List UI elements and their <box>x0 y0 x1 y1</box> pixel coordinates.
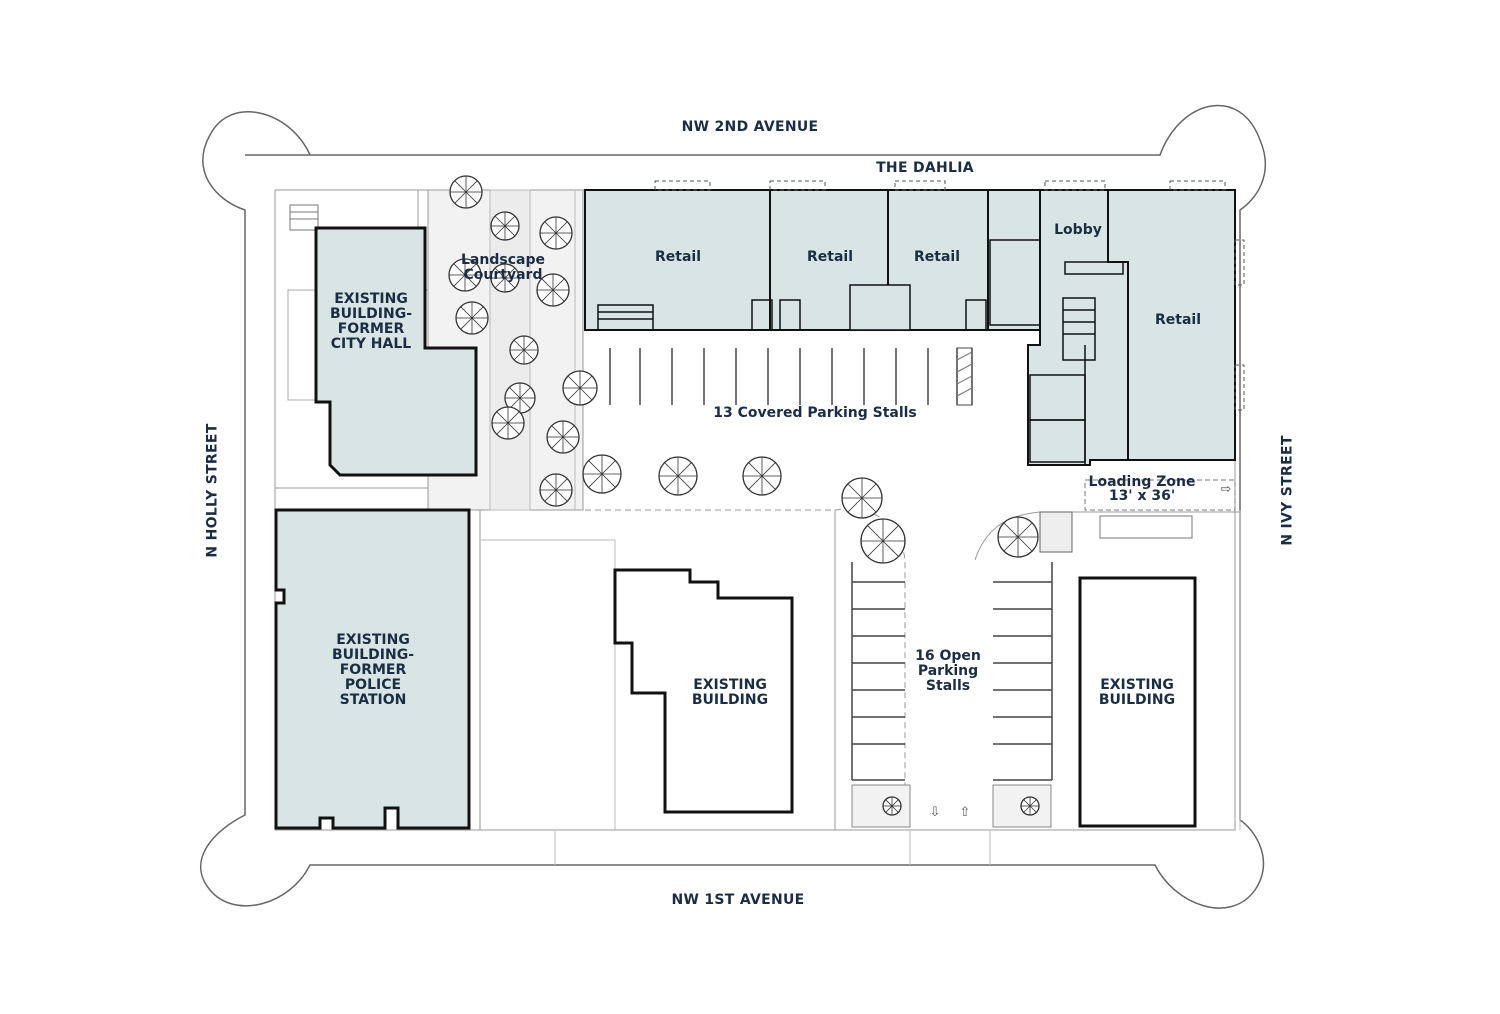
tree-icon <box>539 216 573 250</box>
tree-icon <box>562 370 598 406</box>
courtyard-label: Landscape Courtyard <box>461 252 545 283</box>
street-curb-outline <box>199 104 1266 909</box>
tree-icon <box>841 477 883 519</box>
project-name: THE DAHLIA <box>876 160 974 176</box>
tree-icon <box>449 175 483 209</box>
east-building-label: EXISTING BUILDING <box>1098 677 1176 708</box>
drive-aisle-edge <box>585 508 906 800</box>
center-building-outline <box>613 568 794 814</box>
east-building-outline <box>1078 576 1197 828</box>
tree-icon <box>546 420 580 454</box>
street-label-west: N HOLLY STREET <box>204 423 221 558</box>
tree-icon <box>882 796 902 816</box>
police-station-outline <box>274 508 471 830</box>
retail-label-4: Retail <box>1154 312 1201 328</box>
stair-structure <box>289 204 319 231</box>
tree-icon <box>448 258 482 292</box>
tree-icon <box>742 456 782 496</box>
city-hall-outline <box>314 226 478 477</box>
svg-text:⇩: ⇩ <box>930 805 941 820</box>
svg-text:⇧: ⇧ <box>960 805 971 820</box>
tree-icons <box>448 175 1040 816</box>
tree-icon <box>491 406 525 440</box>
loading-zone-size: 13' x 36' <box>1108 488 1176 504</box>
lobby-label: Lobby <box>1054 222 1102 238</box>
street-label-south: NW 1ST AVENUE <box>671 892 805 908</box>
tree-icon <box>455 301 489 335</box>
police-station-label: EXISTING BUILDING- FORMER POLICE STATION <box>331 632 415 708</box>
tree-icon <box>658 456 698 496</box>
tree-icon <box>536 273 570 307</box>
open-parking-label: 16 Open Parking Stalls <box>915 648 981 694</box>
tree-icon <box>504 382 536 414</box>
retail-label-1: Retail <box>654 249 701 265</box>
street-label-north: NW 2ND AVENUE <box>681 119 819 135</box>
tree-icon <box>490 211 520 241</box>
covered-parking-stalls <box>609 348 973 405</box>
tree-icon <box>997 516 1039 558</box>
loading-zone-title: Loading Zone <box>1088 474 1196 490</box>
street-label-east: N IVY STREET <box>1279 435 1296 546</box>
open-parking-stalls <box>851 562 1053 781</box>
retail-label-2: Retail <box>806 249 853 265</box>
city-hall-label: EXISTING BUILDING- FORMER CITY HALL <box>329 291 413 352</box>
tree-icon <box>490 263 520 293</box>
svg-text:⇨: ⇨ <box>1221 482 1232 497</box>
retail-label-3: Retail <box>913 249 960 265</box>
center-building-label: EXISTING BUILDING <box>691 677 769 708</box>
tree-icon <box>509 335 539 365</box>
tree-icon <box>1020 796 1040 816</box>
tree-icon <box>539 473 573 507</box>
covered-parking-label: 13 Covered Parking Stalls <box>713 405 917 421</box>
tree-icon <box>582 454 622 494</box>
tree-icon <box>860 518 906 564</box>
